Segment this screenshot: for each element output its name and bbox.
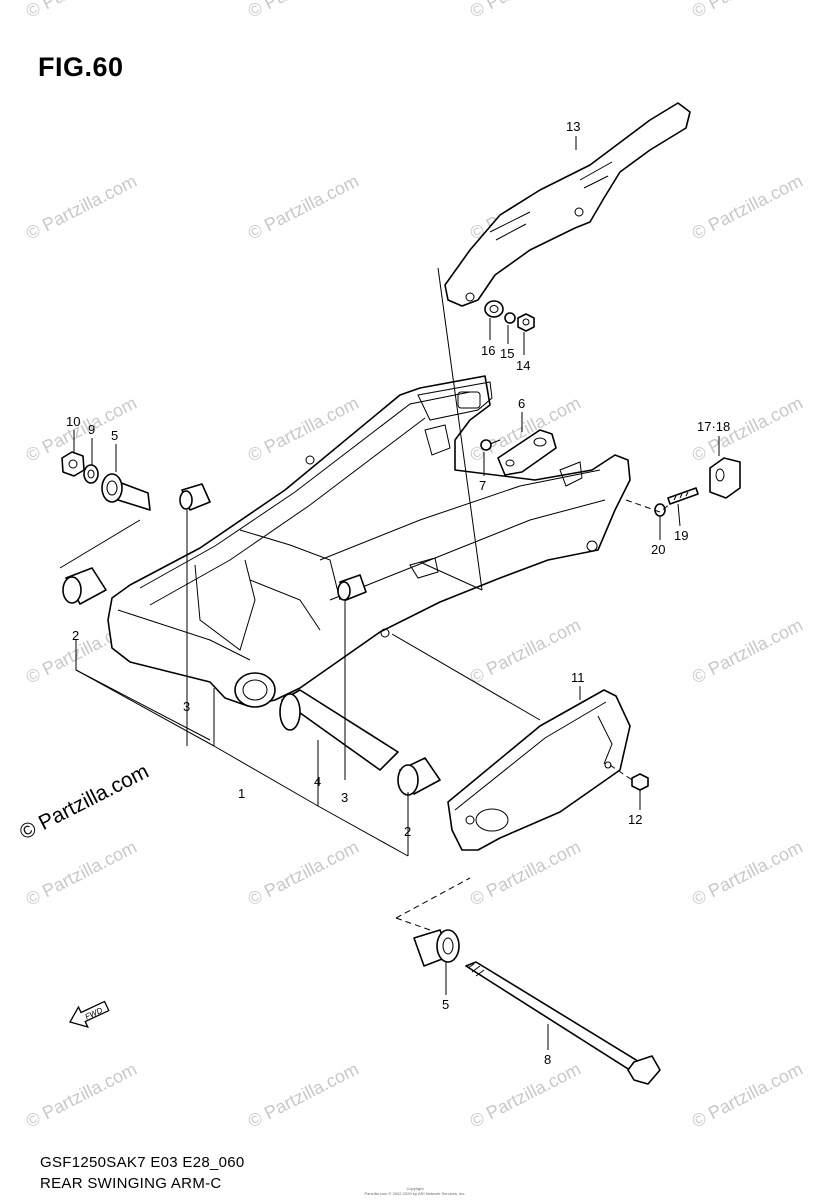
callout-9: 9 <box>88 422 95 437</box>
part-chain-case-11[interactable] <box>447 689 631 851</box>
watermark-text: © Partzilla.com <box>23 171 140 244</box>
callout-15: 15 <box>500 346 514 361</box>
part-spacer-3-left[interactable] <box>179 483 211 511</box>
watermark-text: © Partzilla.com <box>23 0 140 22</box>
watermark-text: © Partzilla.com <box>467 837 584 910</box>
watermark-text: © Partzilla.com <box>689 615 806 688</box>
watermark-text: © Partzilla.com <box>245 171 362 244</box>
part-bearing-2-right[interactable] <box>397 757 441 796</box>
part-bolt-19[interactable] <box>667 487 699 505</box>
part-pivot-shaft-8[interactable] <box>465 961 661 1085</box>
copyright-line-1: Copyright <box>406 1186 424 1191</box>
watermark-text: © Partzilla.com <box>23 837 140 910</box>
watermark-text: © Partzilla.com <box>245 837 362 910</box>
part-washer-9[interactable] <box>83 464 99 484</box>
part-chain-guard[interactable] <box>444 102 691 307</box>
callout-2-right: 2 <box>404 824 411 839</box>
part-bushing-5-left[interactable] <box>101 473 151 511</box>
callout-3-right: 3 <box>341 790 348 805</box>
copyright-line-2: Partzilla.com © 2002-2020 by ARI Network… <box>364 1191 466 1196</box>
part-adjuster-block-17-18[interactable] <box>709 457 741 499</box>
fwd-label: FWD <box>84 1006 105 1022</box>
part-bolt-12[interactable] <box>631 773 649 791</box>
part-collar-16[interactable] <box>484 300 504 318</box>
part-nut-10[interactable] <box>61 451 85 477</box>
callout-10: 10 <box>66 414 80 429</box>
callout-17-18: 17·18 <box>697 419 730 434</box>
callout-1: 1 <box>238 786 245 801</box>
watermark-text: © Partzilla.com <box>467 615 584 688</box>
part-washer-15[interactable] <box>504 312 516 324</box>
callout-4: 4 <box>314 774 321 789</box>
part-bolt-7[interactable] <box>480 439 501 451</box>
part-washer-20[interactable] <box>654 503 666 517</box>
callout-5-left: 5 <box>111 428 118 443</box>
fwd-arrow-icon: FWD <box>69 1000 110 1028</box>
callout-6: 6 <box>518 396 525 411</box>
part-bolt-14[interactable] <box>517 313 535 332</box>
callout-16: 16 <box>481 343 495 358</box>
callout-7: 7 <box>479 478 486 493</box>
callout-20: 20 <box>651 542 665 557</box>
watermark-text: © Partzilla.com <box>467 0 584 22</box>
figure-caption: REAR SWINGING ARM-C <box>40 1175 222 1192</box>
part-swingarm[interactable] <box>107 375 631 708</box>
callout-2-left: 2 <box>72 628 79 643</box>
part-adjuster-plate-6[interactable] <box>497 429 557 476</box>
watermark-text: © Partzilla.com <box>467 1059 584 1132</box>
figure-title: FIG.60 <box>38 52 124 82</box>
callout-19: 19 <box>674 528 688 543</box>
callout-14: 14 <box>516 358 530 373</box>
callout-3-left: 3 <box>183 699 190 714</box>
watermark-text: © Partzilla.com <box>689 0 806 22</box>
watermark-text: © Partzilla.com <box>245 1059 362 1132</box>
watermark-text: © Partzilla.com <box>689 171 806 244</box>
copyright-notice: Copyright Partzilla.com © 2002-2020 by A… <box>340 1186 490 1196</box>
part-spacer-3-right[interactable] <box>337 574 367 601</box>
callout-13: 13 <box>566 119 580 134</box>
leader-lines <box>73 136 720 1050</box>
callout-labels: 13 16 15 14 10 9 5 6 7 17·18 20 19 2 3 1… <box>66 119 730 1067</box>
callout-5-right: 5 <box>442 997 449 1012</box>
callout-8: 8 <box>544 1052 551 1067</box>
part-pivot-sleeve-4[interactable] <box>279 689 399 771</box>
watermark-text: © Partzilla.com <box>23 1059 140 1132</box>
model-code: GSF1250SAK7 E03 E28_060 <box>40 1154 245 1171</box>
watermark-text: © Partzilla.com <box>689 1059 806 1132</box>
watermark-text: © Partzilla.com <box>689 837 806 910</box>
bracket-lines <box>59 510 409 857</box>
callout-11: 11 <box>571 670 585 685</box>
callout-12: 12 <box>628 812 642 827</box>
part-bushing-5-right[interactable] <box>413 929 460 967</box>
watermark-text: © Partzilla.com <box>245 0 362 22</box>
part-bearing-2-left[interactable] <box>62 567 107 605</box>
